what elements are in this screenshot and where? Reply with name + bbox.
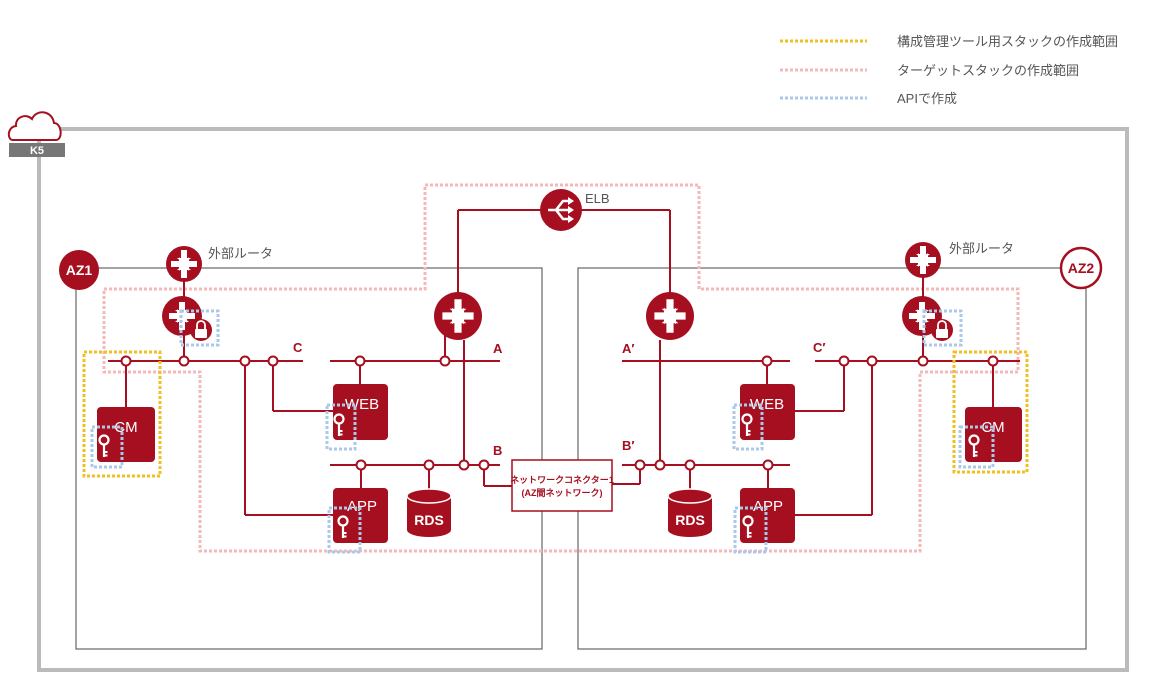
legend-item-target-stack: ターゲットスタックの作成範囲 <box>780 63 1079 78</box>
external-router-icon <box>166 246 202 282</box>
cloud-icon <box>7 111 62 141</box>
az1-badge: AZ1 <box>59 250 99 290</box>
server-label: CM <box>114 419 137 436</box>
load-balancer-icon <box>540 189 582 231</box>
database-icon: RDS <box>406 488 452 537</box>
az2-external-router-label: 外部ルータ <box>949 241 1014 256</box>
az1-rds-label: RDS <box>414 512 444 528</box>
external-router-icon <box>905 242 941 278</box>
network-connector: ネットワークコネクター1 (AZ間ネットワーク) <box>510 459 614 512</box>
legend-item-config-stack: 構成管理ツール用スタックの作成範囲 <box>780 34 1118 49</box>
az1-frame <box>75 267 543 650</box>
network-lines <box>108 209 1020 516</box>
database-icon: RDS <box>667 488 713 537</box>
segment-label-c-prime: C′ <box>813 340 826 355</box>
legend: 構成管理ツール用スタックの作成範囲 ターゲットスタックの作成範囲 APIで作成 <box>780 34 1118 106</box>
connector-label-line1: ネットワークコネクター1 <box>510 474 614 485</box>
legend-label: ターゲットスタックの作成範囲 <box>897 63 1079 78</box>
target-stack-boundary <box>102 183 1020 553</box>
az1-cm-server: CM <box>82 350 162 478</box>
api-boundary <box>179 309 220 347</box>
az2-badge: AZ2 <box>1059 246 1103 290</box>
k5-region-frame <box>37 127 1129 672</box>
az1-web-server: WEB <box>325 384 388 451</box>
az1-app-server: APP <box>327 488 388 554</box>
connector-label-line2: (AZ間ネットワーク) <box>522 488 603 498</box>
segment-label-b-prime: B′ <box>622 438 635 453</box>
lock-icon <box>190 319 212 341</box>
segment-label-a-prime: A′ <box>622 341 635 356</box>
az1-label: AZ1 <box>66 262 93 278</box>
port-dots <box>120 355 999 471</box>
server-label: WEB <box>750 396 784 413</box>
az2-rds-label: RDS <box>675 512 705 528</box>
router-icon <box>646 292 694 340</box>
server-label: WEB <box>345 396 379 413</box>
legend-item-api: APIで作成 <box>780 91 957 106</box>
az2-cm-server: CM <box>952 350 1029 474</box>
az2-app-server: APP <box>733 488 795 554</box>
segment-label-a: A <box>493 341 503 356</box>
az1-external-router-label: 外部ルータ <box>208 246 273 261</box>
az2-web-server: WEB <box>732 384 795 451</box>
segment-label-b: B <box>493 443 502 458</box>
router-icon <box>434 292 482 340</box>
lock-icon <box>931 319 953 341</box>
az2-frame <box>577 267 1087 650</box>
server-label: APP <box>753 498 783 515</box>
legend-label: 構成管理ツール用スタックの作成範囲 <box>897 34 1118 49</box>
server-label: APP <box>347 498 377 515</box>
legend-label: APIで作成 <box>897 91 957 106</box>
k5-tag <box>9 143 65 157</box>
az2-label: AZ2 <box>1068 260 1095 276</box>
segment-label-c: C <box>293 340 303 355</box>
k5-label: K5 <box>30 145 44 157</box>
elb-label: ELB <box>585 191 610 206</box>
api-boundary <box>922 309 963 347</box>
